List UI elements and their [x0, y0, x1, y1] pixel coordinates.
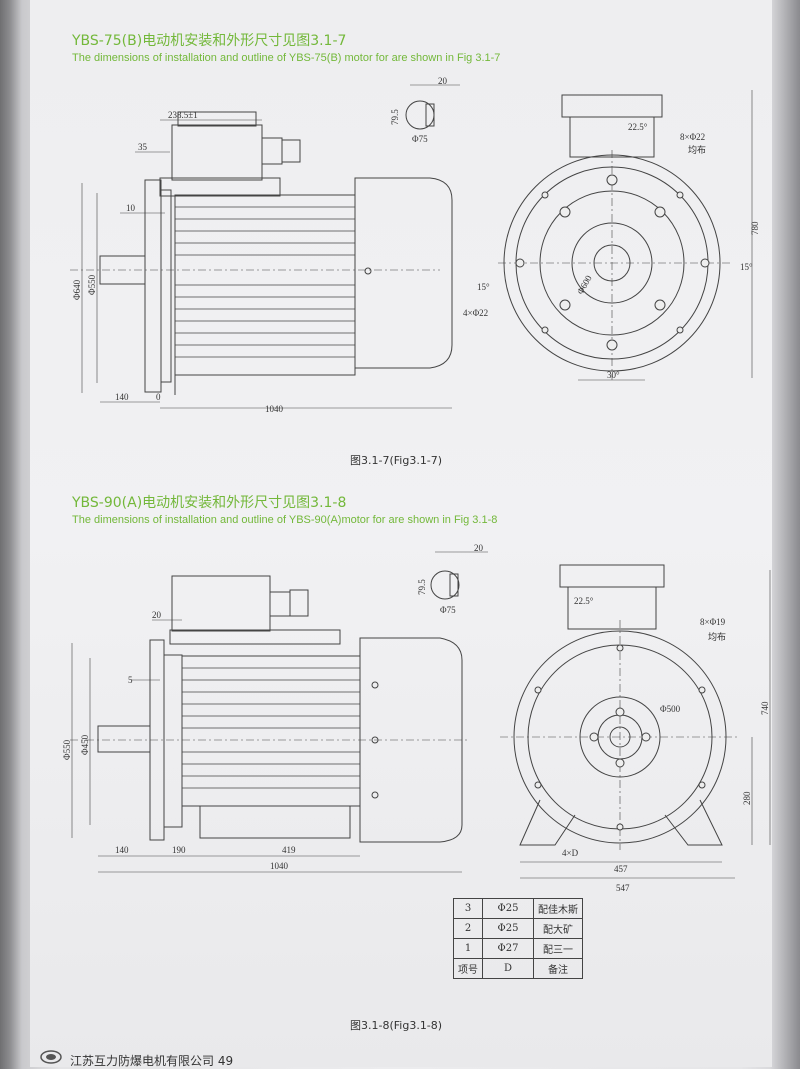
fig2-end-500: Φ500: [660, 704, 681, 714]
table-cell: Φ25: [482, 898, 534, 919]
fig1-sec-79: 79.5: [390, 109, 400, 125]
fig1-dim-238: 238.5±1: [168, 110, 198, 120]
table-row: 1 Φ27 配三一: [453, 938, 583, 959]
fig1-dim-35: 35: [138, 142, 148, 152]
table-cell: 配大矿: [533, 918, 583, 939]
fig1-end-view: [498, 94, 730, 380]
fig2-dim-20: 20: [152, 610, 162, 620]
table-header-row: 项号 D 备注: [453, 958, 583, 979]
fig2-end-547: 547: [616, 883, 630, 893]
fig1-end-4x22: 4×Φ22: [463, 308, 488, 318]
table-cell: Φ27: [482, 938, 534, 959]
company-logo-icon: [40, 1050, 62, 1064]
table-cell: 项号: [453, 958, 483, 979]
fig2-sec-75: Φ75: [440, 605, 456, 615]
fig2-end-jun: 均布: [708, 631, 726, 642]
page-footer: 江苏互力防爆电机有限公司 49: [70, 1054, 234, 1068]
fig2-end-280: 280: [742, 791, 752, 805]
fig1-end-jun: 均布: [688, 144, 706, 155]
table-cell: 3: [453, 898, 483, 919]
fig2-title-en: The dimensions of installation and outli…: [72, 514, 498, 526]
fig2-caption: 图3.1-8(Fig3.1-8): [350, 1019, 443, 1032]
fig1-side-dims: [81, 119, 452, 409]
fig1-title-en: The dimensions of installation and outli…: [72, 52, 501, 64]
table-cell: 配三一: [533, 938, 583, 959]
fig2-end-8x19: 8×Φ19: [700, 617, 726, 627]
fig1-sec-20: 20: [438, 76, 448, 86]
fig2-shaft-section: [430, 551, 488, 600]
fig2-dim-419: 419: [282, 845, 296, 855]
table-cell: Φ25: [482, 918, 534, 939]
fig1-end-22-5: 22.5°: [628, 122, 648, 132]
fig2-end-740: 740: [760, 701, 770, 715]
fig1-end-15b: 15°: [740, 262, 753, 272]
fig1-dim-0: 0: [156, 392, 161, 402]
fig1-dim-550: Φ550: [87, 274, 97, 295]
fig2-sec-79: 79.5: [417, 579, 427, 595]
fig1-dim-640: Φ640: [72, 279, 82, 300]
fig2-side-view: [70, 575, 470, 843]
fig1-end-30: 30°: [607, 370, 620, 380]
fig1-end-8x22: 8×Φ22: [680, 132, 705, 142]
fig1-end-600: Φ600: [575, 273, 594, 296]
fig1-sec-75: Φ75: [412, 134, 428, 144]
fig1-caption: 图3.1-7(Fig3.1-7): [350, 454, 443, 467]
fig2-end-22-5: 22.5°: [574, 596, 594, 606]
spec-table: 3 Φ25 配佳木斯 2 Φ25 配大矿 1 Φ27 配三一 项号 D 备注: [453, 898, 583, 979]
fig2-sec-20: 20: [474, 543, 484, 553]
fig2-dim-1040: 1040: [270, 861, 289, 871]
fig2-dim-190: 190: [172, 845, 186, 855]
fig1-dim-140: 140: [115, 392, 129, 402]
fig2-title-cn: YBS-90(A)电动机安装和外形尺寸见图3.1-8: [72, 495, 347, 511]
fig1-title-cn: YBS-75(B)电动机安装和外形尺寸见图3.1-7: [72, 33, 347, 49]
table-cell: 配佳木斯: [533, 898, 583, 919]
table-cell: D: [482, 958, 534, 979]
fig1-dim-1040: 1040: [265, 404, 284, 414]
fig2-dim-550: Φ550: [62, 739, 72, 760]
fig1-end-15a: 15°: [477, 282, 490, 292]
fig1-dim-10: 10: [126, 203, 136, 213]
table-cell: 2: [453, 918, 483, 939]
table-row: 2 Φ25 配大矿: [453, 918, 583, 939]
fig2-end-4xD: 4×D: [562, 848, 579, 858]
table-cell: 1: [453, 938, 483, 959]
fig2-end-view: [500, 564, 740, 850]
fig2-dim-450: Φ450: [80, 734, 90, 755]
fig2-end-457: 457: [614, 864, 628, 874]
fig2-dim-5: 5: [128, 675, 133, 685]
fig1-shaft-section: [405, 84, 460, 130]
fig2-dim-140: 140: [115, 845, 129, 855]
table-row: 3 Φ25 配佳木斯: [453, 898, 583, 919]
fig1-end-780: 780: [750, 221, 760, 235]
fig1-side-view: [70, 111, 453, 395]
table-cell: 备注: [533, 958, 583, 979]
